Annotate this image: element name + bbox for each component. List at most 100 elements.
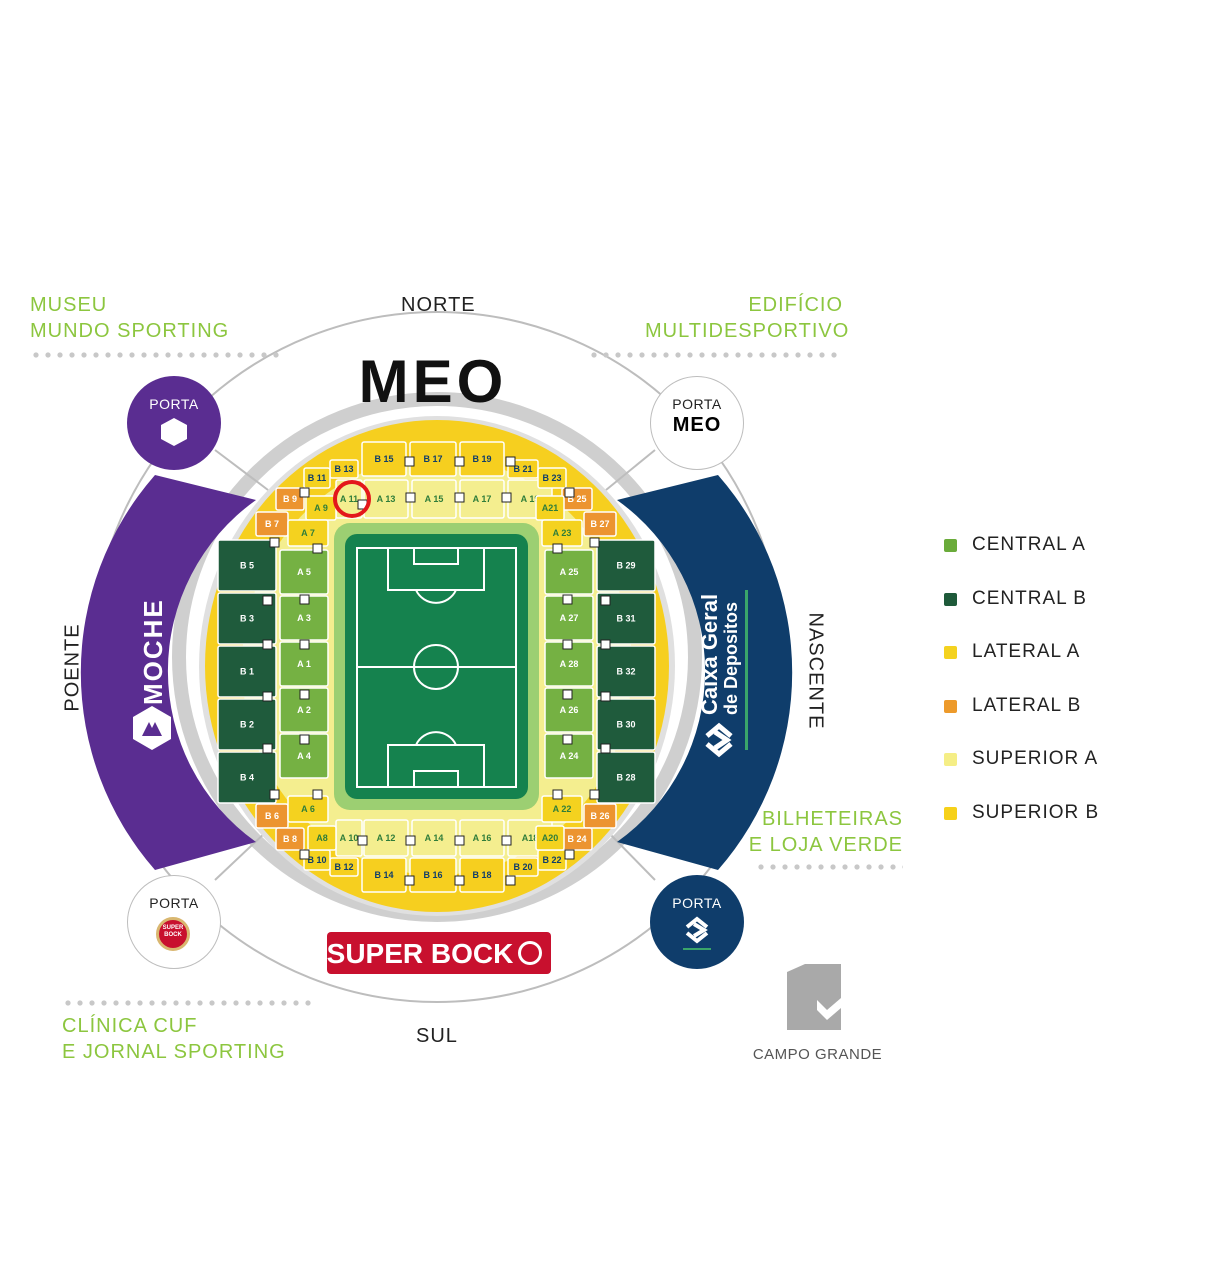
sector-label: A 14 [425, 833, 444, 843]
gate-ne-label: PORTA [672, 396, 722, 412]
entry-vomitory [405, 835, 416, 846]
pitch-markings [356, 547, 517, 788]
sector-label: B 15 [374, 454, 393, 464]
sector-east-b[interactable] [596, 645, 656, 698]
sector-label: B 12 [334, 862, 353, 872]
sector-east-b[interactable] [596, 751, 656, 804]
sector-west-b[interactable] [217, 698, 277, 751]
path-dots-se [755, 864, 903, 870]
sector-east-b[interactable] [596, 539, 656, 592]
sector-west-a[interactable] [279, 549, 329, 595]
entry-vomitory [562, 639, 573, 650]
entry-vomitory [564, 487, 575, 498]
label-campo-grande: CAMPO GRANDE [752, 1046, 883, 1063]
sector-label: B 29 [616, 561, 635, 571]
legend-label: CENTRAL A [972, 534, 1086, 555]
sector-west-a[interactable] [279, 733, 329, 779]
sector-east-a[interactable] [544, 687, 594, 733]
entry-vomitory [269, 537, 280, 548]
entry-vomitory [562, 594, 573, 605]
sector-east-b[interactable] [596, 592, 656, 645]
sector-west-b[interactable] [217, 645, 277, 698]
sector-south-b[interactable] [409, 857, 457, 893]
entry-vomitory [454, 835, 465, 846]
gate-se[interactable] [650, 875, 744, 969]
moche-text: MOCHE [138, 598, 168, 705]
direction-south: SUL [416, 1025, 458, 1047]
sector-label: A 9 [314, 503, 328, 513]
sector-label: A 26 [560, 705, 579, 715]
legend-label: LATERAL B [972, 694, 1082, 716]
sector-label: A18 [522, 833, 539, 843]
legend-swatch [944, 646, 957, 659]
direction-north: NORTE [401, 294, 476, 316]
legend-label: CENTRAL B [972, 587, 1087, 609]
sector-label: A 4 [297, 751, 311, 761]
entry-vomitory [299, 849, 310, 860]
sector-label: B 2 [240, 720, 254, 730]
moche-banner [80, 475, 256, 870]
sector-south-b[interactable] [361, 857, 407, 893]
campo-grande-metro-icon [787, 964, 841, 1030]
sector-label: A 15 [425, 494, 444, 504]
sector-label: A 11 [340, 494, 358, 504]
sector-west-b[interactable] [217, 539, 277, 592]
entry-vomitory [262, 595, 273, 606]
sector-sw-corner[interactable] [275, 827, 305, 851]
entry-vomitory [262, 691, 273, 702]
sector-ne-corner[interactable] [537, 467, 567, 489]
sector-label: B 10 [307, 855, 326, 865]
sector-west-b[interactable] [217, 592, 277, 645]
legend-item: SUPERIOR B [944, 802, 1099, 856]
entry-vomitory [562, 689, 573, 700]
gate-se-cgd-icon [683, 916, 711, 950]
legend-item: SUPERIOR A [944, 748, 1099, 802]
sector-label: A 23 [553, 528, 572, 538]
sector-east-a[interactable] [544, 549, 594, 595]
sector-label: B 17 [423, 454, 442, 464]
sector-label: A 22 [553, 804, 572, 814]
sector-nw-corner[interactable] [303, 467, 331, 489]
entry-vomitory [262, 639, 273, 650]
sector-label: B 31 [616, 614, 635, 624]
sector-label: B 11 [308, 473, 327, 483]
sector-nw-corner[interactable] [287, 519, 329, 547]
sector-label: B 18 [472, 870, 491, 880]
sector-se-corner[interactable] [583, 803, 617, 829]
sector-label: A20 [542, 833, 559, 843]
entry-vomitory [505, 456, 516, 467]
legend-item: LATERAL B [944, 695, 1099, 749]
entry-vomitory [552, 543, 563, 554]
sector-east-a[interactable] [544, 733, 594, 779]
sector-ne-corner[interactable] [583, 511, 617, 537]
sector-label: B 19 [472, 454, 491, 464]
sector-west-a[interactable] [279, 687, 329, 733]
sector-label: B 25 [567, 494, 586, 504]
sector-west-b[interactable] [217, 751, 277, 804]
sector-south-b[interactable] [459, 857, 505, 893]
sector-se-corner[interactable] [535, 825, 565, 851]
sector-nw-corner[interactable] [275, 487, 305, 511]
sector-label: B 27 [590, 519, 609, 529]
sector-sw-corner[interactable] [307, 825, 337, 851]
sector-east-b[interactable] [596, 698, 656, 751]
sector-label: A 2 [297, 705, 311, 715]
cgd-banner [617, 475, 793, 870]
legend-label: SUPERIOR B [972, 801, 1100, 823]
sector-sw-corner[interactable] [287, 795, 329, 823]
sector-label: B 6 [265, 811, 279, 821]
entry-vomitory [404, 875, 415, 886]
sector-label: B 8 [283, 834, 297, 844]
cgd-underline [745, 590, 748, 750]
sector-label: B 28 [616, 773, 635, 783]
sector-label: A 10 [340, 833, 359, 843]
gate-ne[interactable] [650, 376, 744, 470]
sector-label: A 27 [560, 613, 579, 623]
sector-label: B 14 [374, 870, 393, 880]
sector-label: B 16 [423, 870, 442, 880]
svg-text:MEO: MEO [359, 348, 508, 415]
sector-label: B 30 [616, 720, 635, 730]
entry-vomitory [562, 734, 573, 745]
